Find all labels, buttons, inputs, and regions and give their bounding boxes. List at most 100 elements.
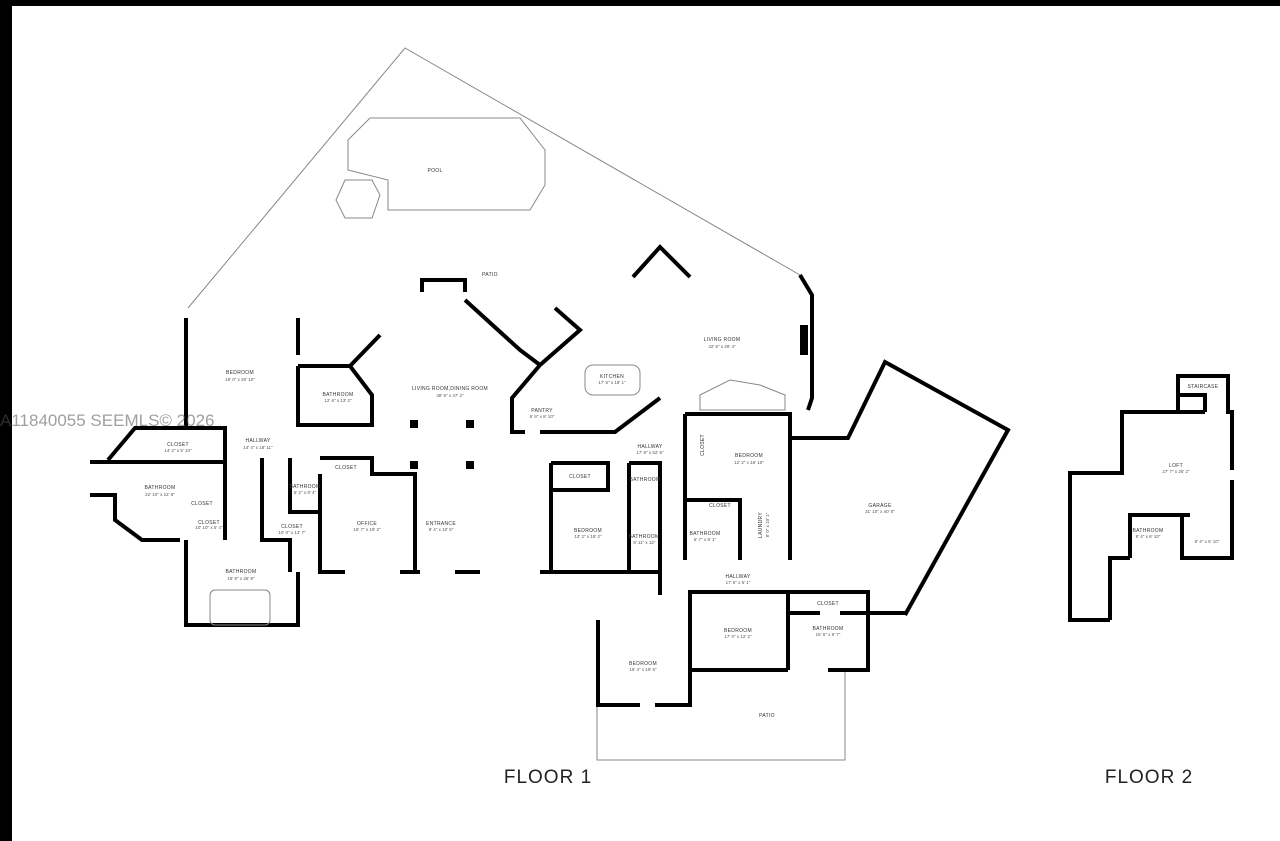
wall <box>1068 410 1205 622</box>
room-dims: 6' 7" x 8' 1" <box>694 537 717 542</box>
room-label: BATHROOM <box>290 484 321 490</box>
wall <box>260 458 292 572</box>
wall <box>288 458 320 514</box>
room-dims: 15' 4" x 19' 6" <box>629 667 657 672</box>
wall <box>688 590 870 672</box>
room-label: CLOSET <box>709 503 731 509</box>
bathtub <box>209 589 271 626</box>
room-dims: 15' 6" x 9' 7" <box>816 632 841 637</box>
room-label: BATHROOM <box>630 477 661 483</box>
wall <box>510 363 542 434</box>
wall <box>90 493 180 542</box>
wall <box>551 461 610 492</box>
floor-2-plan: STAIRCASE LOFT 27' 7" x 25' 2" BATHROOM … <box>1068 374 1234 788</box>
top-border <box>0 0 1280 6</box>
column <box>466 420 474 428</box>
staircase <box>699 379 786 411</box>
wall <box>540 396 662 434</box>
room-label: BATHROOM <box>629 534 660 540</box>
room-dims: 10' 0" x 13' 7" <box>278 530 306 535</box>
room-label: BATHROOM <box>323 392 354 398</box>
room-label: BEDROOM <box>226 370 254 376</box>
wall <box>685 498 742 560</box>
room-dims: 42' 6" x 29' 4" <box>708 344 736 349</box>
room-label: BEDROOM <box>574 528 602 534</box>
column <box>410 461 418 469</box>
room-label: HALLWAY <box>245 438 270 444</box>
wall <box>1176 374 1234 470</box>
wall <box>596 620 640 707</box>
room-dims: 17' 6" x 5' 1" <box>726 580 751 585</box>
spa-outline <box>335 179 381 219</box>
room-label: BATHROOM <box>226 569 257 575</box>
room-dims: 38' 9" x 47' 2" <box>436 393 464 398</box>
room-dims: 6' 9" x 8' 10" <box>530 414 555 419</box>
room-label: BATHROOM <box>145 485 176 491</box>
wall <box>631 244 692 279</box>
room-label: LAUNDRY <box>758 512 764 538</box>
room-dims: 17' 8" x 52' 6" <box>636 450 664 455</box>
lot-boundary <box>187 47 801 309</box>
room-label: CLOSET <box>198 520 220 526</box>
watermark: A11840055 SEEMLS© 2026 <box>0 411 214 430</box>
wall <box>655 668 788 707</box>
room-label: STAIRCASE <box>1188 384 1219 390</box>
wall <box>420 278 467 292</box>
column <box>410 420 418 428</box>
room-label: BATHROOM <box>1133 528 1164 534</box>
room-label: BATHROOM <box>813 626 844 632</box>
room-dims: 5' 2" x 8' 4" <box>294 490 317 495</box>
room-label: POOL <box>427 168 442 174</box>
wall <box>1108 556 1130 620</box>
kitchen-island <box>584 364 641 396</box>
room-dims: 8' 4" x 6' 10" <box>1136 534 1161 539</box>
room-label: BEDROOM <box>629 661 657 667</box>
room-label: CLOSET <box>281 524 303 530</box>
room-label: HALLWAY <box>637 444 662 450</box>
room-label: CLOSET <box>817 601 839 607</box>
column <box>466 461 474 469</box>
rear-patio-outline <box>596 670 846 761</box>
room-label: LIVING ROOM,DINING ROOM <box>412 386 488 392</box>
room-dims: 13' 2" x 18' 2" <box>574 534 602 539</box>
floor-1-plan: POOL PATIO BEDROOM 19' 0" x 20' 10" BATH… <box>90 47 1011 788</box>
room-dims: 12' 6" x 13' 2" <box>324 398 352 403</box>
room-dims: 17' 0" x 12' 2" <box>724 634 752 639</box>
room-label: LIVING ROOM <box>704 337 741 343</box>
room-dims: 14' 2" x 5' 10" <box>164 448 192 453</box>
room-dims: 8' 0" x 10' 1" <box>765 512 770 537</box>
wall <box>1178 393 1207 412</box>
floor-2-title: FLOOR 2 <box>1105 767 1193 788</box>
wall <box>1180 480 1234 560</box>
wall <box>538 306 584 367</box>
wall <box>296 364 374 427</box>
room-dims: 22' 10" x 12' 9" <box>145 492 175 497</box>
wall <box>463 298 542 367</box>
wall <box>798 273 814 411</box>
room-dims: 14' 4" x 18' 11" <box>243 445 273 450</box>
wall <box>184 540 300 627</box>
room-label: CLOSET <box>700 434 706 456</box>
floor-1-title: FLOOR 1 <box>504 767 592 788</box>
room-dims: 17' 6" x 18' 1" <box>598 380 626 385</box>
room-label: PANTRY <box>531 408 553 414</box>
wall <box>790 359 1011 616</box>
pool-outline <box>347 117 546 211</box>
room-label: OFFICE <box>357 521 377 527</box>
room-label: ENTRANCE <box>426 521 456 527</box>
room-label: HALLWAY <box>725 574 750 580</box>
room-label: BATHROOM <box>690 531 721 537</box>
room-dims: 18' 9" x 26' 9" <box>227 576 255 581</box>
room-dims: 16' 7" x 19' 2" <box>353 527 381 532</box>
wall <box>685 412 792 560</box>
room-label: CLOSET <box>191 501 213 507</box>
room-label: PATIO <box>482 272 498 278</box>
room-dims: 9' 11" x 12' <box>633 540 655 545</box>
wall <box>106 426 227 540</box>
wall <box>320 456 417 572</box>
room-dims: 8' 4" x 6' 10" <box>1195 539 1220 544</box>
wall <box>1128 513 1190 558</box>
room-dims: 27' 7" x 25' 2" <box>1162 469 1190 474</box>
room-dims: 8' 4" x 10' 5" <box>429 527 454 532</box>
room-dims: 12' 2" x 16' 10" <box>734 460 764 465</box>
